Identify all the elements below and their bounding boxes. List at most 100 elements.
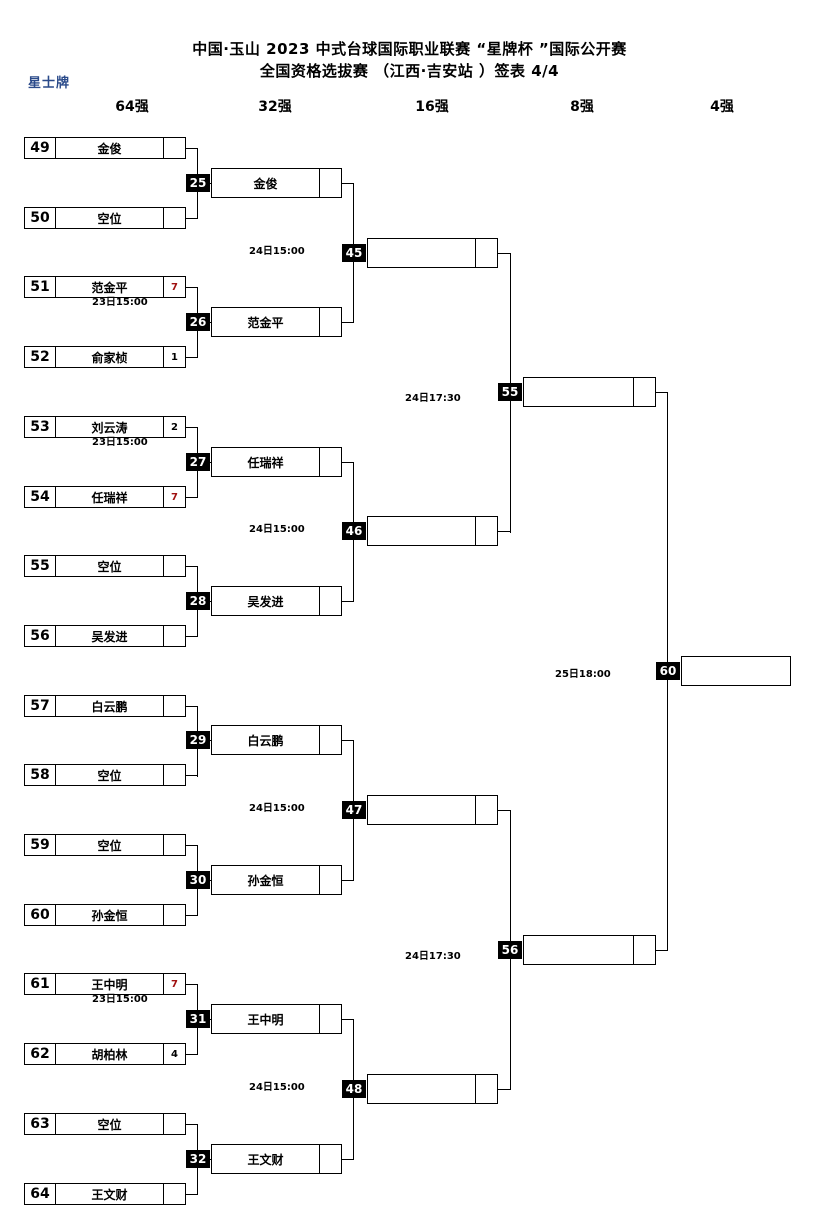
winner-score xyxy=(320,866,341,894)
match-result: 孙金恒 xyxy=(211,865,342,895)
player-score: 2 xyxy=(171,421,178,433)
match-number: 25 xyxy=(186,174,210,192)
match-time: 25日18:00 xyxy=(555,669,611,680)
player-score xyxy=(164,1114,185,1134)
winner-score xyxy=(476,517,497,545)
match-time: 23日15:00 xyxy=(92,437,148,448)
bracket-line xyxy=(342,183,354,184)
winner-score xyxy=(476,239,497,267)
match-result: 白云鹏 xyxy=(211,725,342,755)
player-name: 任瑞祥 xyxy=(56,487,164,507)
seed-number: 53 xyxy=(25,417,56,437)
player-score xyxy=(164,835,185,855)
player-name: 范金平 xyxy=(56,277,164,297)
match-number: 55 xyxy=(498,383,522,401)
seed-number: 54 xyxy=(25,487,56,507)
player-score xyxy=(164,208,185,228)
player-name: 空位 xyxy=(56,765,164,785)
player-score xyxy=(164,138,185,158)
seed-number: 61 xyxy=(25,974,56,994)
player-name: 吴发进 xyxy=(56,626,164,646)
player-name: 孙金恒 xyxy=(56,905,164,925)
match-time: 24日15:00 xyxy=(249,1082,305,1093)
winner-score xyxy=(476,796,497,824)
winner-score xyxy=(320,1005,341,1033)
seed-number: 56 xyxy=(25,626,56,646)
winner-name: 吴发进 xyxy=(212,587,320,615)
player-score xyxy=(164,765,185,785)
bracket-line xyxy=(498,810,511,811)
winner-name: 白云鹏 xyxy=(212,726,320,754)
match-result xyxy=(523,935,656,965)
match-number: 45 xyxy=(342,244,366,262)
player-name: 白云鹏 xyxy=(56,696,164,716)
bracket-line xyxy=(186,775,198,776)
bracket-line xyxy=(186,845,198,846)
player-score xyxy=(164,556,185,576)
winner-name: 金俊 xyxy=(212,169,320,197)
player-score xyxy=(164,626,185,646)
seed-number: 52 xyxy=(25,347,56,367)
seed-number: 63 xyxy=(25,1114,56,1134)
match-time: 24日15:00 xyxy=(249,803,305,814)
match-number: 32 xyxy=(186,1150,210,1168)
match-result: 任瑞祥 xyxy=(211,447,342,477)
player-name: 俞家桢 xyxy=(56,347,164,367)
bracket-line xyxy=(342,322,354,323)
match-result: 金俊 xyxy=(211,168,342,198)
winner-name: 王文财 xyxy=(212,1145,320,1173)
bracket-line xyxy=(656,392,668,393)
player-score: 4 xyxy=(171,1048,178,1060)
match-number: 27 xyxy=(186,453,210,471)
winner-name: 范金平 xyxy=(212,308,320,336)
round-label: 32强 xyxy=(258,99,292,115)
player-name: 空位 xyxy=(56,208,164,228)
bracket-line xyxy=(342,880,354,881)
match-number: 28 xyxy=(186,592,210,610)
match-result xyxy=(367,795,498,825)
match-number: 47 xyxy=(342,801,366,819)
match-result: 吴发进 xyxy=(211,586,342,616)
match-number: 31 xyxy=(186,1010,210,1028)
seed-number: 64 xyxy=(25,1184,56,1204)
winner-score xyxy=(320,726,341,754)
winner-name xyxy=(368,517,476,545)
player-score: 7 xyxy=(171,978,178,990)
winner-name: 任瑞祥 xyxy=(212,448,320,476)
bracket-line xyxy=(342,1159,354,1160)
winner-name xyxy=(368,239,476,267)
winner-score xyxy=(634,936,655,964)
match-time: 24日17:30 xyxy=(405,951,461,962)
winner-name: 孙金恒 xyxy=(212,866,320,894)
bracket-line xyxy=(186,357,198,358)
match-number: 60 xyxy=(656,662,680,680)
player-score: 7 xyxy=(171,491,178,503)
match-result xyxy=(367,516,498,546)
bracket-line xyxy=(186,148,198,149)
match-result xyxy=(681,656,791,686)
winner-name xyxy=(524,378,634,406)
seed-number: 49 xyxy=(25,138,56,158)
player-score: 7 xyxy=(171,281,178,293)
match-number: 46 xyxy=(342,522,366,540)
player-name: 空位 xyxy=(56,835,164,855)
player-score xyxy=(164,696,185,716)
match-time: 24日15:00 xyxy=(249,524,305,535)
player-name: 空位 xyxy=(56,1114,164,1134)
round-label: 64强 xyxy=(115,99,149,115)
bracket-line xyxy=(186,566,198,567)
bracket-line xyxy=(186,915,198,916)
winner-score xyxy=(320,308,341,336)
match-time: 24日15:00 xyxy=(249,246,305,257)
match-number: 56 xyxy=(498,941,522,959)
winner-name xyxy=(368,1075,476,1103)
player-score: 1 xyxy=(171,351,178,363)
match-result: 范金平 xyxy=(211,307,342,337)
